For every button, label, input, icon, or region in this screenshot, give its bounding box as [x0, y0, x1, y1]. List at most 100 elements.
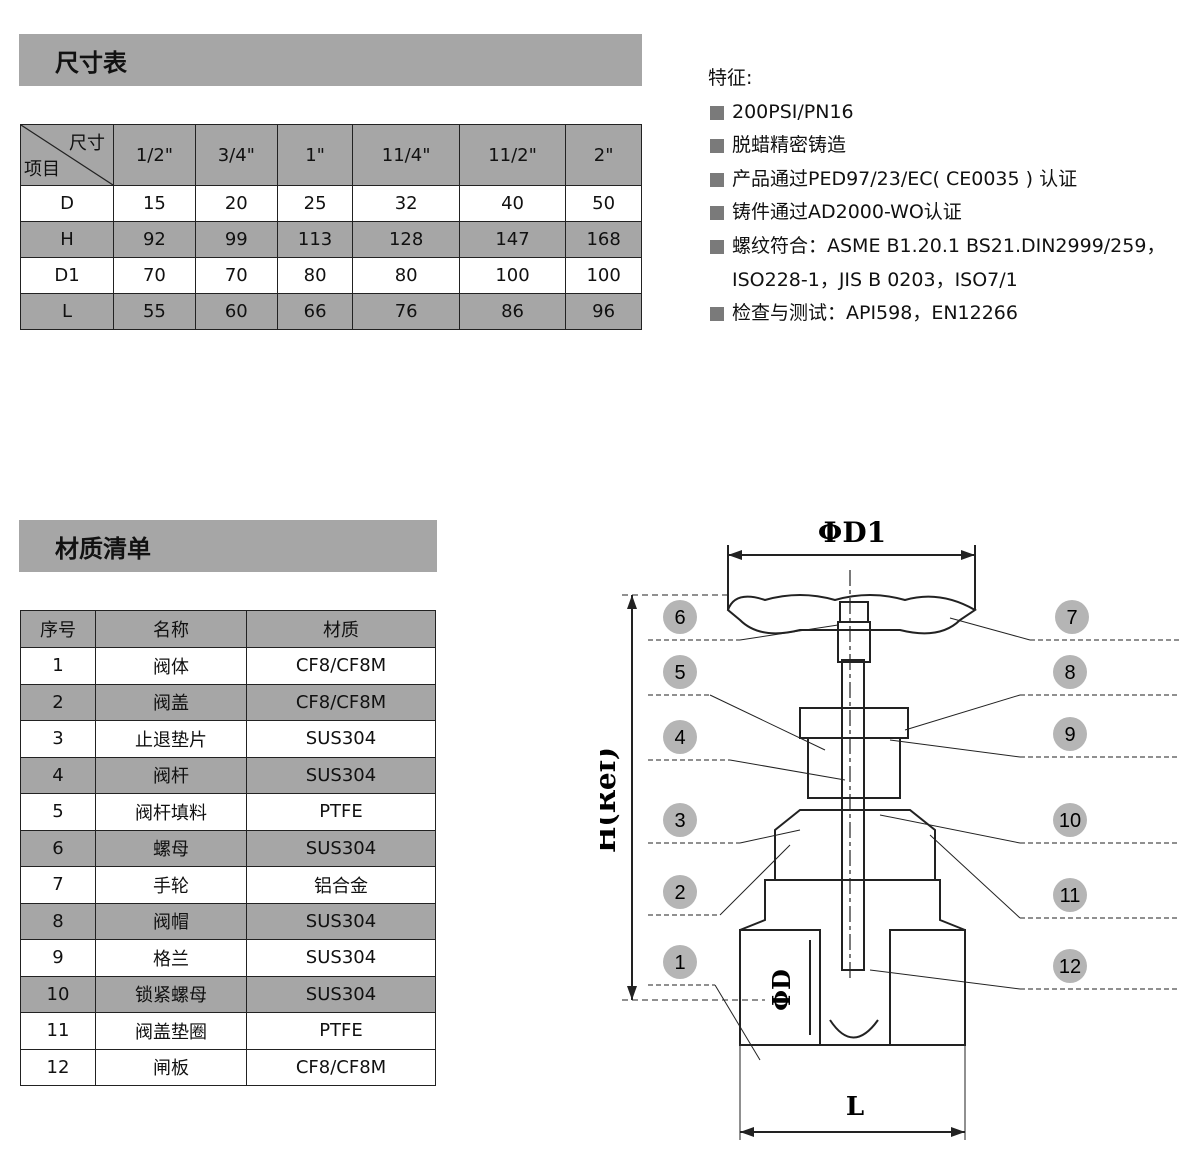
- table-cell: 32: [352, 185, 460, 222]
- table-cell: 2: [20, 683, 96, 721]
- table-cell: 格兰: [95, 939, 247, 977]
- table-cell: CF8/CF8M: [246, 1048, 436, 1086]
- table-cell: 20: [194, 185, 278, 222]
- table-cell: 1: [20, 647, 96, 685]
- table-cell: 70: [113, 257, 196, 294]
- table-cell: 止退垫片: [95, 720, 247, 758]
- table-cell: 70: [194, 257, 278, 294]
- callout-number: 6: [674, 607, 685, 629]
- table-cell: SUS304: [246, 939, 436, 977]
- bonnet-shape: [774, 809, 936, 881]
- material-table-title: 材质清单: [19, 520, 437, 572]
- features-list: 特征: 200PSI/PN16 脱蜡精密铸造 产品通过PED97/23/EC( …: [708, 62, 1178, 331]
- row-label: D: [20, 185, 114, 222]
- feature-text: 检查与测试：API598，EN12266: [732, 302, 1018, 325]
- dimension-header-row: 尺寸 项目 1/2" 3/4" 1" 11/4" 11/2" 2": [20, 124, 642, 186]
- feature-item: 产品通过PED97/23/EC( CE0035 ) 认证: [708, 163, 1178, 197]
- callout-1: 1: [648, 945, 761, 1061]
- table-cell: 6: [20, 829, 96, 867]
- square-bullet-icon: [710, 105, 724, 120]
- feature-text: 产品通过PED97/23/EC( CE0035 ) 认证: [732, 167, 1078, 190]
- table-cell: 128: [352, 221, 460, 258]
- table-cell: 25: [276, 185, 354, 222]
- features-title: 特征:: [708, 67, 753, 89]
- stem-top: [837, 621, 871, 663]
- callout-10: 10: [879, 803, 1180, 844]
- callout-12: 12: [869, 949, 1180, 990]
- table-cell: 4: [20, 756, 96, 794]
- dimension-row-h: H 92 99 113 128 147 168: [20, 221, 642, 258]
- dimension-row-l: L 55 60 66 76 86 96: [20, 293, 642, 330]
- callout-8: 8: [904, 655, 1180, 731]
- table-cell: 10: [20, 975, 96, 1013]
- table-cell: 7: [20, 866, 96, 904]
- table-cell: SUS304: [246, 756, 436, 794]
- table-cell: 76: [352, 293, 460, 330]
- callout-9: 9: [889, 717, 1180, 758]
- table-cell: SUS304: [246, 902, 436, 940]
- callout-3: 3: [648, 803, 801, 844]
- row-label: H: [20, 221, 114, 258]
- packing-housing: [807, 737, 901, 799]
- callout-number: 3: [674, 810, 685, 832]
- size-header: 2": [565, 124, 642, 186]
- callout-number: 7: [1066, 607, 1077, 629]
- size-header: 1/2": [113, 124, 196, 186]
- callout-5: 5: [648, 655, 826, 751]
- l-label: L: [846, 1092, 864, 1122]
- table-cell: PTFE: [246, 1012, 436, 1050]
- table-cell: 阀帽: [95, 902, 247, 940]
- stem-shape: [841, 659, 865, 971]
- square-bullet-icon: [710, 239, 724, 254]
- callout-11: 11: [929, 834, 1180, 919]
- dimension-table: 尺寸 项目 1/2" 3/4" 1" 11/4" 11/2" 2" D 15 2…: [20, 124, 642, 330]
- callout-number: 4: [674, 727, 685, 749]
- col-header-material: 材质: [246, 610, 436, 648]
- size-header: 11/2": [458, 124, 567, 186]
- feature-item: 脱蜡精密铸造: [708, 129, 1178, 163]
- size-header: 11/4": [352, 124, 460, 186]
- arrow-icon: [961, 550, 975, 560]
- callout-4: 4: [648, 720, 846, 781]
- table-cell: 铝合金: [246, 866, 436, 904]
- col-header-name: 名称: [95, 610, 247, 648]
- callout-7: 7: [949, 600, 1180, 641]
- d1-label: ΦD1: [818, 516, 886, 549]
- table-cell: 5: [20, 793, 96, 831]
- table-cell: 80: [352, 257, 460, 294]
- outlet-port: [889, 929, 966, 1046]
- table-cell: 阀杆: [95, 756, 247, 794]
- table-cell: SUS304: [246, 975, 436, 1013]
- table-cell: 闸板: [95, 1048, 247, 1086]
- corner-label-item: 项目: [24, 159, 60, 180]
- table-cell: 50: [565, 185, 642, 222]
- dimension-row-d1: D1 70 70 80 80 100 100: [20, 257, 642, 294]
- feature-item: 200PSI/PN16: [708, 96, 1178, 130]
- arrow-icon: [951, 1127, 965, 1137]
- size-header: 1": [276, 124, 354, 186]
- callout-number: 12: [1059, 956, 1081, 978]
- table-cell: 3: [20, 720, 96, 758]
- diagonal-line: [21, 125, 113, 185]
- feature-item: 螺纹符合：ASME B1.20.1 BS21.DIN2999/259，ISO22…: [708, 230, 1178, 297]
- table-cell: 阀盖垫圈: [95, 1012, 247, 1050]
- table-cell: 86: [458, 293, 567, 330]
- table-cell: 螺母: [95, 829, 247, 867]
- table-cell: 40: [458, 185, 567, 222]
- table-cell: 100: [565, 257, 642, 294]
- feature-text: 200PSI/PN16: [732, 100, 854, 123]
- inlet-port: [739, 929, 821, 1046]
- table-cell: 阀杆填料: [95, 793, 247, 831]
- table-cell: SUS304: [246, 720, 436, 758]
- arrow-icon: [627, 986, 637, 1000]
- feature-item: 铸件通过AD2000-WO认证: [708, 196, 1178, 230]
- callout-number: 9: [1064, 724, 1075, 746]
- arrow-icon: [728, 550, 742, 560]
